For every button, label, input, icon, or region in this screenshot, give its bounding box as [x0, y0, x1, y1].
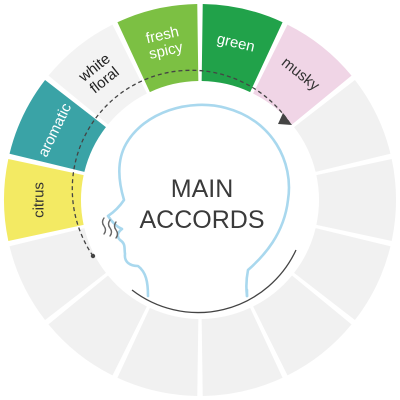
accord-segment — [9, 228, 106, 321]
accord-segment-label: citrus — [31, 182, 48, 218]
accord-label-line: citrus — [31, 182, 48, 218]
center-title-line1: MAIN — [171, 175, 234, 203]
accord-segment — [48, 24, 147, 125]
accord-segment — [316, 159, 396, 241]
accord-segment — [201, 307, 283, 396]
accord-segment — [117, 307, 199, 396]
accord-segment — [294, 79, 391, 172]
base-arc — [131, 249, 297, 314]
rotation-arc — [71, 69, 290, 257]
arrow-head-icon — [278, 113, 292, 125]
accord-segment — [201, 4, 283, 93]
accord-segment — [253, 24, 352, 125]
center-title-line2: ACCORDS — [139, 206, 264, 234]
accord-segment — [253, 275, 352, 376]
accord-segments: greenmuskycitrusaromaticwhitefloralfresh… — [3, 4, 396, 396]
scent-wave-icon — [101, 217, 119, 239]
head-profile-icon — [106, 103, 291, 298]
accord-segment — [117, 4, 199, 93]
accord-segment — [294, 228, 391, 321]
accord-label-line: fresh — [144, 23, 180, 47]
accord-segment — [3, 159, 84, 241]
accord-segment — [9, 79, 106, 172]
arc-start-dot — [90, 253, 96, 259]
accord-segment — [48, 275, 147, 376]
